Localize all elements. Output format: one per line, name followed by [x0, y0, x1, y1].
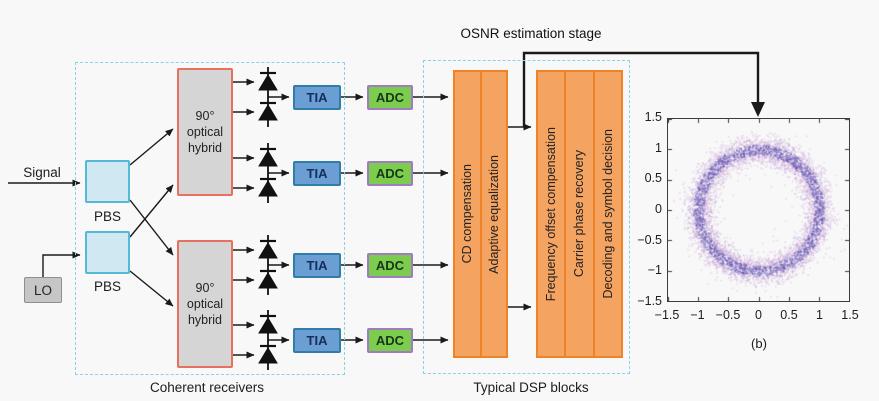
dsp-block-cd-compensation: CD compensation	[455, 72, 482, 356]
y-tick-label: 1	[655, 140, 662, 155]
osnr-tap-arrow	[522, 51, 765, 127]
photodiode-pair-2	[258, 143, 278, 203]
adc-box-1: ADC	[367, 84, 413, 110]
pbs-lo-label: PBS	[93, 279, 121, 294]
x-tick-label: 0	[755, 308, 762, 322]
hybrid-line: 90°	[195, 108, 215, 123]
adc-box-2: ADC	[367, 160, 413, 186]
constellation-scatter-canvas	[668, 119, 849, 301]
photodiode-pair-3	[258, 235, 278, 295]
adc-box-3: ADC	[367, 252, 413, 278]
dsp-block-label: CD compensation	[460, 164, 475, 264]
coherent-receivers-boundary	[75, 62, 345, 375]
x-tick-label: 0.5	[780, 308, 798, 322]
y-tick-label: −1.5	[637, 294, 662, 308]
dsp-block-label: Frequency offset compensation	[544, 126, 559, 302]
dsp-block-label: Adaptive equalization	[486, 154, 501, 274]
dsp-blocks-caption: Typical DSP blocks	[473, 380, 589, 395]
pbs-box-signal	[85, 160, 130, 203]
coherent-receivers-caption: Coherent receivers	[149, 380, 265, 395]
y-tick-label: −0.5	[637, 232, 662, 247]
hybrid-line: 90°	[195, 280, 215, 295]
lo-label: LO	[33, 282, 52, 298]
tia-box-2: TIA	[293, 160, 341, 186]
dsp-group-2: Frequency offset compensation Carrier ph…	[536, 70, 623, 358]
tia-box-3: TIA	[293, 252, 341, 278]
photodiode-pair-1	[258, 67, 278, 127]
x-tick-label: −0.5	[715, 308, 741, 322]
photodiode-pairs	[258, 67, 278, 370]
constellation-plot-axes	[667, 118, 850, 302]
signal-input-label: Signal	[23, 165, 61, 180]
dsp-group-1: CD compensation Adaptive equalization	[453, 70, 508, 358]
x-tick-label: 1	[816, 308, 823, 322]
tia-box-4: TIA	[293, 327, 341, 353]
dsp-block-carrier-phase-recovery: Carrier phase recovery	[566, 72, 595, 356]
local-oscillator-box: LO	[24, 277, 62, 303]
osnr-estimation-stage-label: OSNR estimation stage	[460, 26, 602, 41]
pbs-signal-label: PBS	[93, 209, 121, 224]
dsp-block-label: Decoding and symbol decision	[600, 129, 615, 299]
y-tick-label: 1.5	[644, 110, 662, 124]
x-tick-label: −1.5	[654, 308, 680, 322]
photodiode-pair-4	[258, 310, 278, 370]
tia-box-1: TIA	[293, 84, 341, 110]
dsp-block-decoding-symbol-decision: Decoding and symbol decision	[595, 72, 621, 356]
subfigure-caption: (b)	[751, 336, 767, 351]
hybrid-line: optical	[186, 124, 224, 139]
y-tick-label: 0.5	[644, 171, 662, 186]
hybrid-line: hybrid	[187, 313, 223, 328]
dsp-blocks-boundary	[423, 60, 630, 374]
hybrid-line: hybrid	[187, 141, 223, 156]
pbs-box-lo	[85, 231, 130, 274]
dsp-block-label: Carrier phase recovery	[572, 150, 587, 278]
dsp-block-frequency-offset-compensation: Frequency offset compensation	[538, 72, 567, 356]
dsp-block-adaptive-equalization: Adaptive equalization	[482, 72, 507, 356]
y-tick-label: −1	[647, 263, 662, 278]
adc-box-4: ADC	[367, 327, 413, 353]
optical-hybrid-top: 90° optical hybrid	[177, 68, 233, 196]
x-tick-label: −1	[690, 308, 705, 322]
y-tick-label: 0	[655, 202, 662, 216]
hybrid-line: optical	[186, 296, 224, 311]
optical-hybrid-bottom: 90° optical hybrid	[177, 240, 233, 368]
x-tick-label: 1.5	[841, 308, 859, 322]
